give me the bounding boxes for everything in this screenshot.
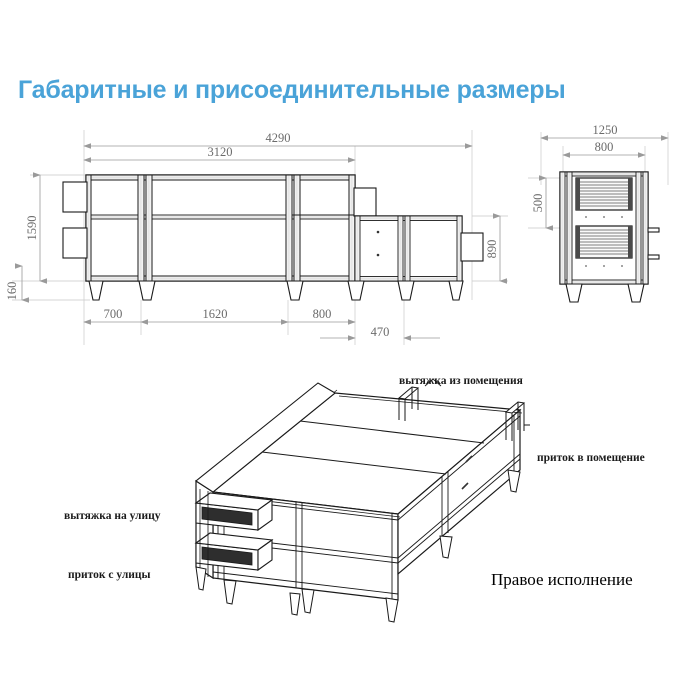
dim-890-text: 890	[485, 240, 499, 259]
dim-1590-text: 1590	[25, 216, 39, 241]
side-duct-stubs	[647, 227, 660, 260]
front-upper-right-stub	[353, 187, 377, 217]
dim-1250-text: 1250	[593, 123, 618, 137]
iso-duct-lower	[194, 532, 274, 572]
dim-bottom-chain: 700 1620 800 470	[83, 307, 440, 341]
iso-duct-upper	[194, 492, 274, 532]
label-supply-room: приток в помещение	[537, 452, 645, 464]
dim-side-overall-width: 1250	[540, 123, 669, 141]
dim-side-body-width: 800	[562, 140, 646, 158]
dim-duct-height: 890	[485, 213, 508, 284]
front-cabinet-body	[85, 174, 356, 282]
iso-top-duct-exhaust	[397, 386, 420, 421]
dim-overall-length: 4290	[83, 131, 473, 149]
iso-leader-lines	[424, 378, 530, 426]
dim-overall-height: 1590	[25, 172, 48, 284]
dim-1620-text: 1620	[203, 307, 228, 321]
dim-800-side-text: 800	[595, 140, 614, 154]
iso-caption: Правое исполнение	[491, 570, 633, 589]
dim-470-text: 470	[371, 325, 390, 339]
dim-3120-text: 3120	[208, 145, 233, 159]
label-exhaust-room: вытяжка из помещения	[399, 375, 523, 387]
dim-body-length: 3120	[83, 145, 356, 163]
dim-4290-text: 4290	[266, 131, 291, 145]
dim-800-text: 800	[313, 307, 332, 321]
side-legs	[565, 283, 645, 303]
front-view-group: 4290 3120 1590 160 700 1620	[5, 130, 508, 345]
iso-latch-marks	[461, 455, 473, 490]
dim-leg-height: 160	[5, 263, 30, 303]
side-view-group: 1250 800 500	[528, 123, 669, 303]
front-left-duct-stubs	[62, 181, 88, 259]
side-grille-upper	[575, 177, 633, 211]
dim-160-text: 160	[5, 282, 19, 301]
dim-grille-height: 500	[531, 175, 554, 231]
side-panel-fasteners	[585, 216, 623, 267]
front-right-extension	[354, 215, 484, 282]
page-title: Габаритные и присоединительные размеры	[18, 76, 566, 104]
label-exhaust-outside: вытяжка на улицу	[64, 510, 161, 522]
dim-700-text: 700	[104, 307, 123, 321]
isometric-view-group	[194, 378, 530, 623]
dim-500-text: 500	[531, 194, 545, 213]
label-supply-outside: приток с улицы	[68, 569, 151, 581]
front-legs	[88, 280, 464, 301]
side-grille-lower	[575, 225, 633, 259]
